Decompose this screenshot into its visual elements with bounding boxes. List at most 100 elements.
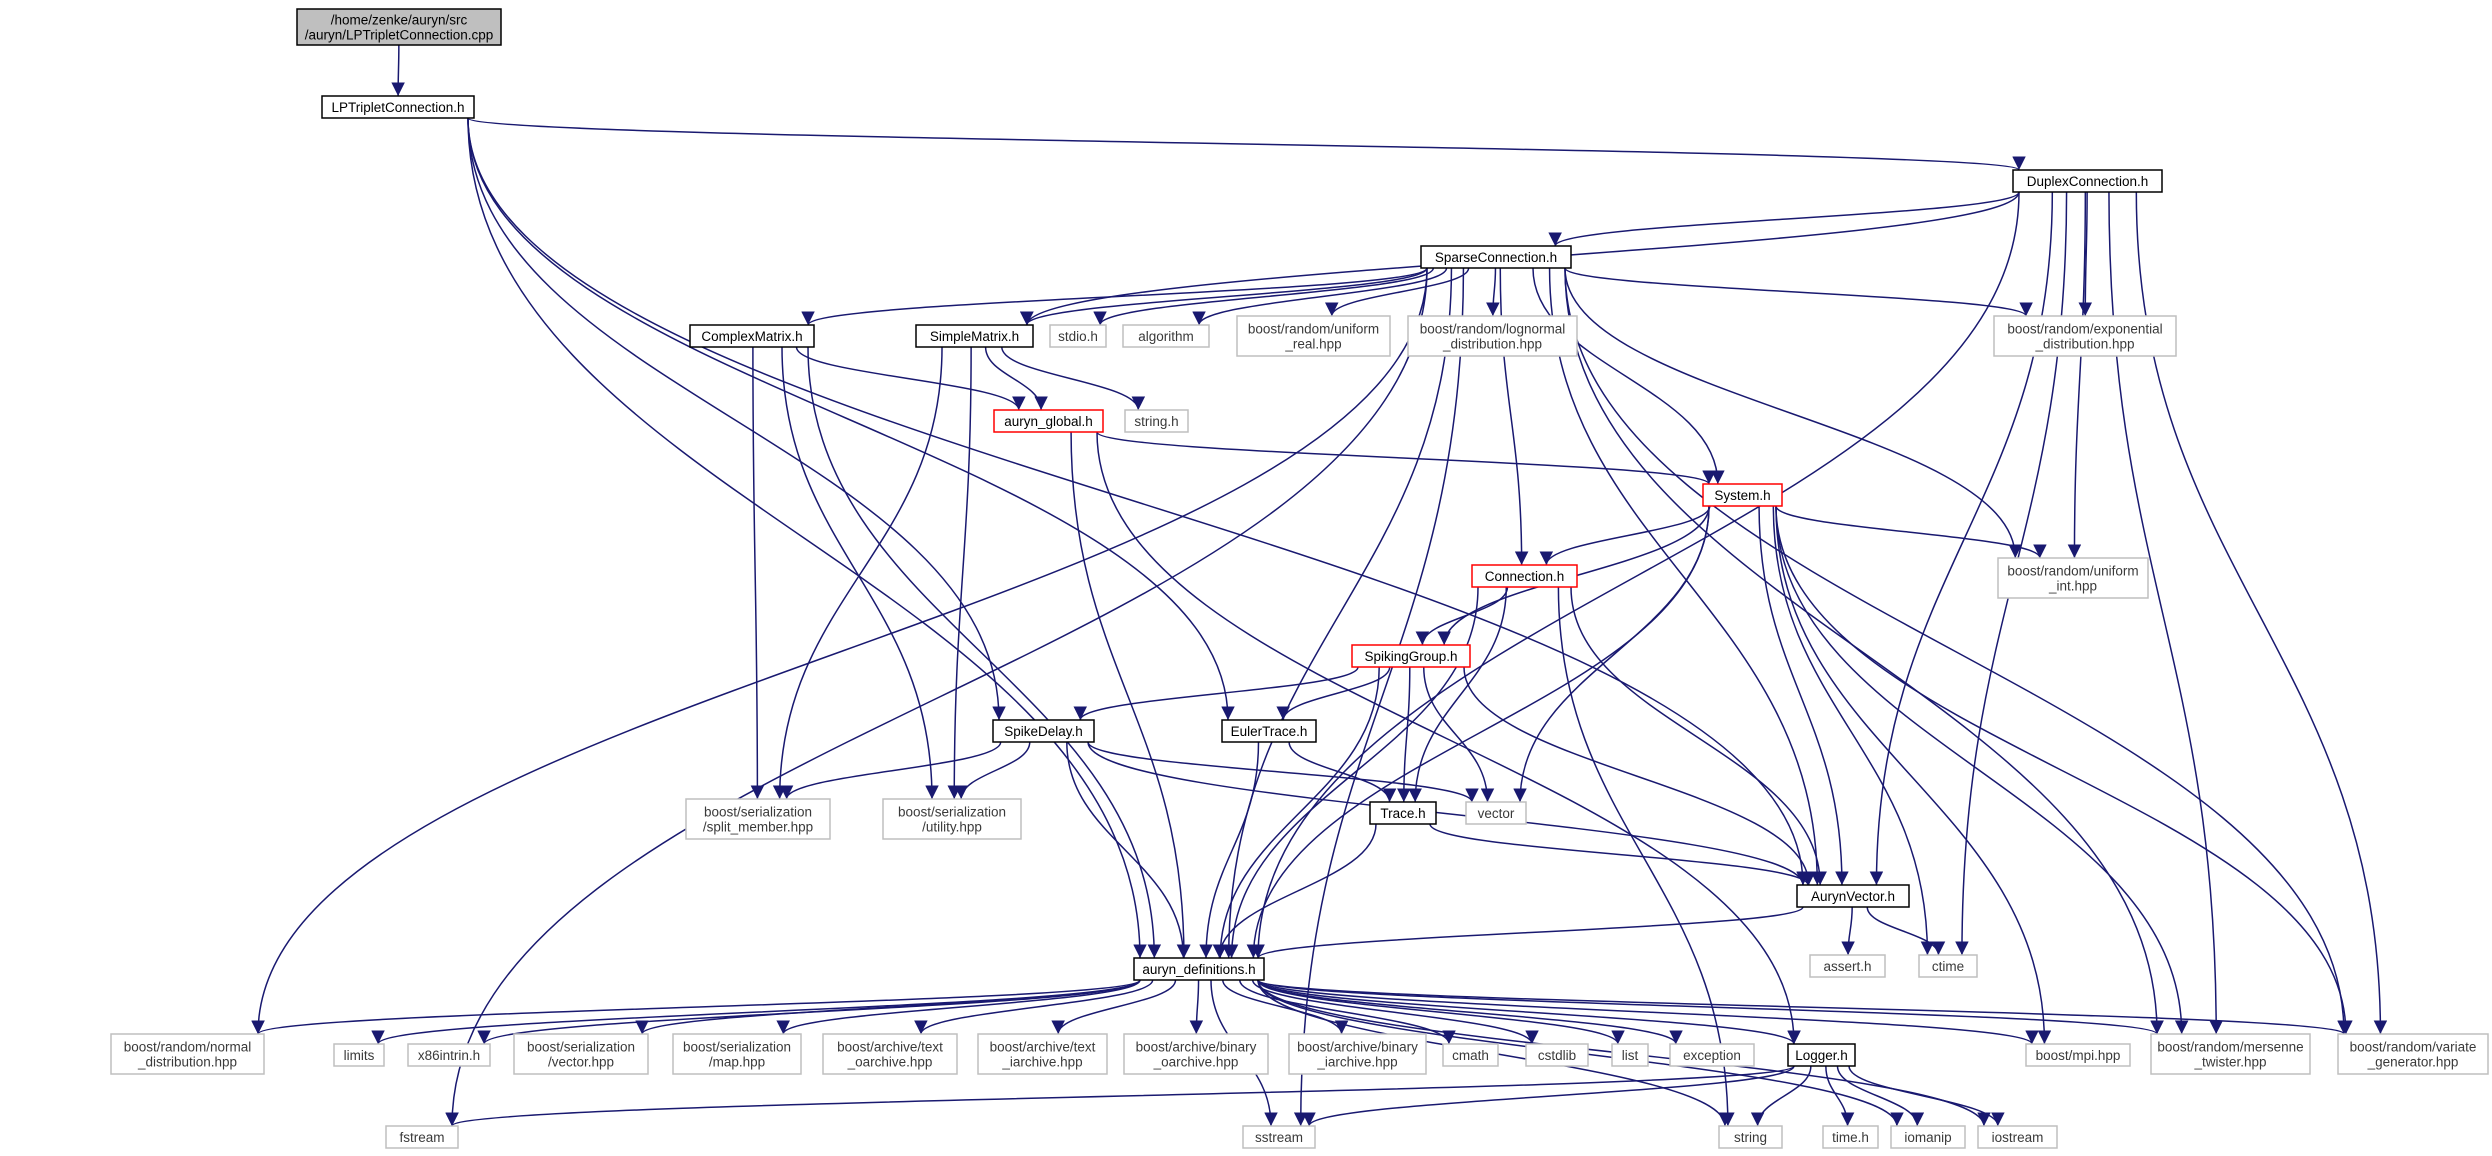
node-iostream: iostream — [1977, 1125, 2058, 1149]
node-label-system: System.h — [1714, 488, 1770, 503]
node-box-eulertrace — [1221, 719, 1317, 743]
node-label-uniform_real: boost/random/uniform_real.hpp — [1248, 322, 1379, 352]
edge-definitions-to-ser_vector — [635, 979, 1141, 1035]
node-stdio: stdio.h — [1049, 324, 1107, 348]
node-label-spikinggroup: SpikingGroup.h — [1364, 649, 1457, 664]
node-box-iomanip — [1890, 1125, 1966, 1149]
edge-complexmatrix-to-utility — [781, 346, 939, 800]
edge-spikedelay-to-aurynvector — [1087, 741, 1810, 886]
node-label-variate: boost/random/variate_generator.hpp — [2350, 1040, 2477, 1070]
node-box-string_h — [1124, 409, 1189, 433]
node-label-mersenne: boost/random/mersenne_twister.hpp — [2157, 1040, 2303, 1070]
edge-complexmatrix-to-auryn_global — [795, 346, 1026, 411]
node-label-aurynvector: AurynVector.h — [1811, 889, 1895, 904]
edge-simplematrix-to-string_h — [1001, 346, 1145, 411]
edge-sparse-to-definitions — [1221, 267, 1453, 959]
node-label-logger: Logger.h — [1795, 1048, 1848, 1063]
node-ser_map: boost/serialization/map.hpp — [672, 1033, 802, 1075]
node-label-string: string — [1734, 1130, 1767, 1145]
edge-spikedelay-to-utility — [954, 741, 1031, 800]
node-cmath: cmath — [1442, 1043, 1499, 1067]
node-label-connection: Connection.h — [1485, 569, 1565, 584]
node-sparse[interactable]: SparseConnection.h — [1420, 245, 1572, 269]
node-aurynvector[interactable]: AurynVector.h — [1796, 884, 1910, 908]
node-box-trace — [1369, 801, 1437, 825]
node-box-auryn_global — [993, 409, 1104, 433]
edge-definitions-to-exception — [1257, 979, 1683, 1045]
node-label-iostream: iostream — [1992, 1130, 2044, 1145]
node-box-split_member — [685, 798, 831, 840]
node-label-trace: Trace.h — [1380, 806, 1425, 821]
node-label-exponential: boost/random/exponential_distribution.hp… — [2007, 322, 2162, 352]
edge-spikinggroup-to-definitions — [1213, 666, 1380, 959]
node-label-auryn_global: auryn_global.h — [1004, 414, 1093, 429]
edge-connection-to-definitions — [1224, 586, 1479, 959]
edge-definitions-to-list — [1257, 979, 1625, 1045]
node-label-complexmatrix: ComplexMatrix.h — [701, 329, 802, 344]
node-label-split_member: boost/serialization/split_member.hpp — [703, 805, 813, 835]
edge-sparse-to-uniform_int — [1564, 267, 2023, 559]
node-box-logger — [1787, 1043, 1856, 1067]
node-box-exception — [1669, 1043, 1755, 1067]
edge-simplematrix-to-auryn_global — [984, 346, 1048, 411]
edge-logger-to-sstream — [1302, 1065, 1795, 1127]
node-box-utility — [882, 798, 1022, 840]
edge-auryn_global-to-definitions — [1070, 431, 1191, 959]
node-root[interactable]: /home/zenke/auryn/src/auryn/LPTripletCon… — [296, 8, 502, 46]
node-logger[interactable]: Logger.h — [1787, 1043, 1856, 1067]
node-box-list — [1611, 1043, 1649, 1067]
node-uniform_real: boost/random/uniform_real.hpp — [1236, 315, 1391, 357]
node-simplematrix[interactable]: SimpleMatrix.h — [915, 324, 1034, 348]
node-label-algorithm: algorithm — [1138, 329, 1194, 344]
node-utility: boost/serialization/utility.hpp — [882, 798, 1022, 840]
edge-duplex-to-uniform_int — [2067, 191, 2087, 559]
node-box-cstdlib — [1525, 1043, 1589, 1067]
node-label-limits: limits — [344, 1048, 375, 1063]
edge-logger-to-time_h — [1825, 1065, 1855, 1127]
node-iomanip: iomanip — [1890, 1125, 1966, 1149]
edge-auryn_global-to-system — [1096, 431, 1716, 485]
node-ctime: ctime — [1918, 954, 1978, 978]
node-box-x86intrin — [407, 1043, 491, 1067]
edge-simplematrix-to-utility — [947, 346, 972, 800]
node-label-sparse: SparseConnection.h — [1435, 250, 1557, 265]
node-label-eulertrace: EulerTrace.h — [1231, 724, 1308, 739]
edge-sparse-to-simplematrix — [1020, 267, 1428, 326]
edge-connection-to-spikinggroup — [1415, 586, 1509, 646]
node-spikinggroup[interactable]: SpikingGroup.h — [1351, 644, 1471, 668]
edge-sparse-to-variate — [1564, 267, 2351, 1035]
node-duplex[interactable]: DuplexConnection.h — [2012, 169, 2163, 193]
edge-duplex-to-definitions — [1251, 191, 2020, 959]
edge-eulertrace-to-trace — [1288, 741, 1397, 803]
node-box-duplex — [2012, 169, 2163, 193]
node-exception: exception — [1669, 1043, 1755, 1067]
edge-definitions-to-logger — [1257, 979, 1801, 1045]
node-system[interactable]: System.h — [1702, 483, 1783, 507]
edge-complexmatrix-to-split_member — [750, 346, 765, 800]
edge-trace-to-definitions — [1212, 823, 1377, 959]
node-string: string — [1718, 1125, 1783, 1149]
edge-system-to-connection — [1539, 505, 1711, 566]
edge-sparse-to-normal_dist — [251, 267, 1428, 1035]
node-box-complexmatrix — [689, 324, 815, 348]
node-lptriplet[interactable]: LPTripletConnection.h — [321, 95, 475, 119]
node-label-time_h: time.h — [1832, 1130, 1869, 1145]
node-lognormal: boost/random/lognormal_distribution.hpp — [1407, 315, 1578, 357]
node-label-stdio: stdio.h — [1058, 329, 1098, 344]
node-auryn_global[interactable]: auryn_global.h — [993, 409, 1104, 433]
node-spikedelay[interactable]: SpikeDelay.h — [992, 719, 1095, 743]
edge-definitions-to-binary_oarchive — [1189, 979, 1204, 1035]
edge-system-to-variate — [1775, 505, 2353, 1035]
node-text_oarchive: boost/archive/text_oarchive.hpp — [822, 1033, 958, 1075]
node-box-ser_map — [672, 1033, 802, 1075]
node-label-string_h: string.h — [1134, 414, 1178, 429]
node-label-text_oarchive: boost/archive/text_oarchive.hpp — [837, 1040, 943, 1070]
edge-spikinggroup-to-eulertrace — [1276, 666, 1391, 721]
node-box-normal_dist — [110, 1033, 265, 1075]
node-connection[interactable]: Connection.h — [1471, 564, 1578, 588]
node-time_h: time.h — [1822, 1125, 1879, 1149]
node-complexmatrix[interactable]: ComplexMatrix.h — [689, 324, 815, 348]
node-eulertrace[interactable]: EulerTrace.h — [1221, 719, 1317, 743]
node-definitions[interactable]: auryn_definitions.h — [1133, 957, 1265, 981]
node-trace[interactable]: Trace.h — [1369, 801, 1437, 825]
